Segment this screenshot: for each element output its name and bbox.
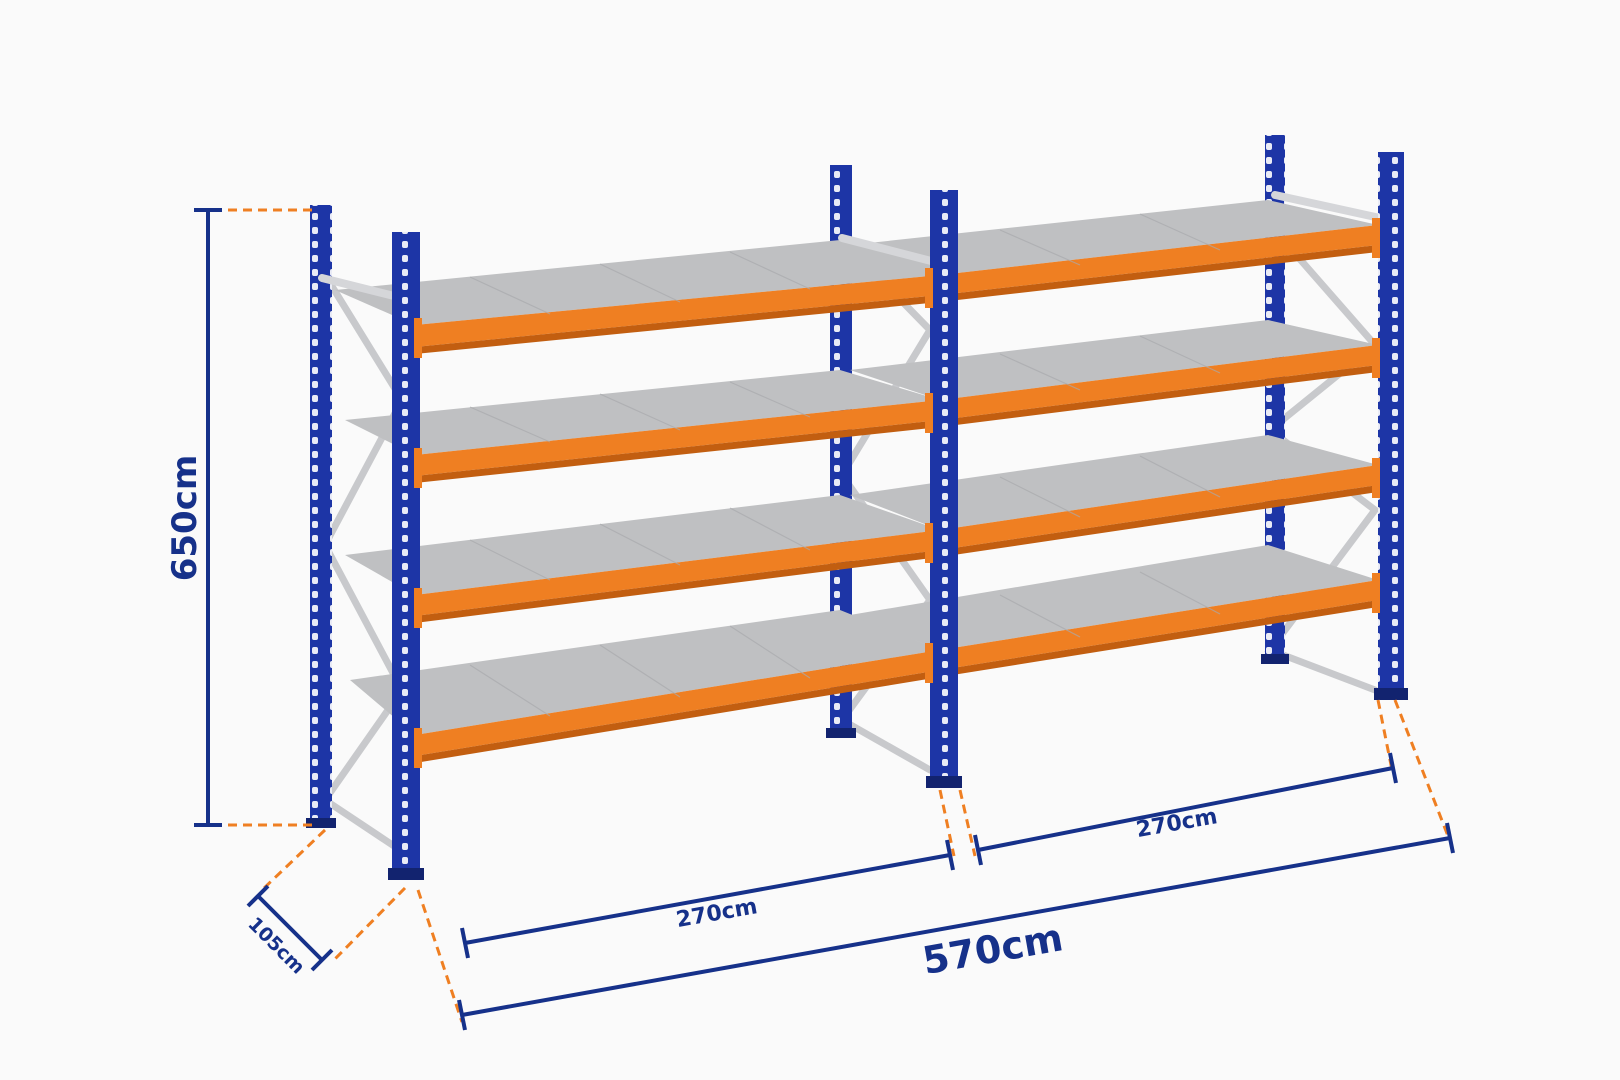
bay-1-level-1 (335, 240, 940, 354)
bay-2-level-1 (850, 200, 1378, 302)
bay-2-level-4 (850, 545, 1378, 677)
depth-label: 105cm (243, 913, 309, 979)
pallet-rack (306, 135, 1408, 880)
height-label: 650cm (165, 455, 205, 582)
bay-2-shelves (850, 200, 1378, 677)
front-uprights (306, 152, 1408, 880)
total-length-dimension (457, 822, 1455, 1031)
bay-1-level-4 (350, 610, 940, 763)
extension-lines (228, 208, 1450, 1023)
bay-1-width-label: 270cm (674, 894, 759, 933)
bay-2-level-2 (850, 320, 1378, 427)
bay-1-shelves (335, 240, 940, 763)
bay-2-width-label: 270cm (1134, 804, 1219, 843)
height-dimension (194, 208, 222, 827)
bay-2-width-dimension (973, 752, 1398, 866)
depth-dimension (246, 884, 334, 972)
total-length-label: 570cm (919, 915, 1066, 983)
bay-2-level-3 (850, 435, 1378, 557)
bay-1-level-3 (345, 495, 940, 623)
bay-1-width-dimension (460, 839, 955, 959)
deck-panel-seams (469, 213, 1221, 717)
left-frame-brace (320, 271, 407, 854)
beam-connectors (414, 218, 1380, 768)
